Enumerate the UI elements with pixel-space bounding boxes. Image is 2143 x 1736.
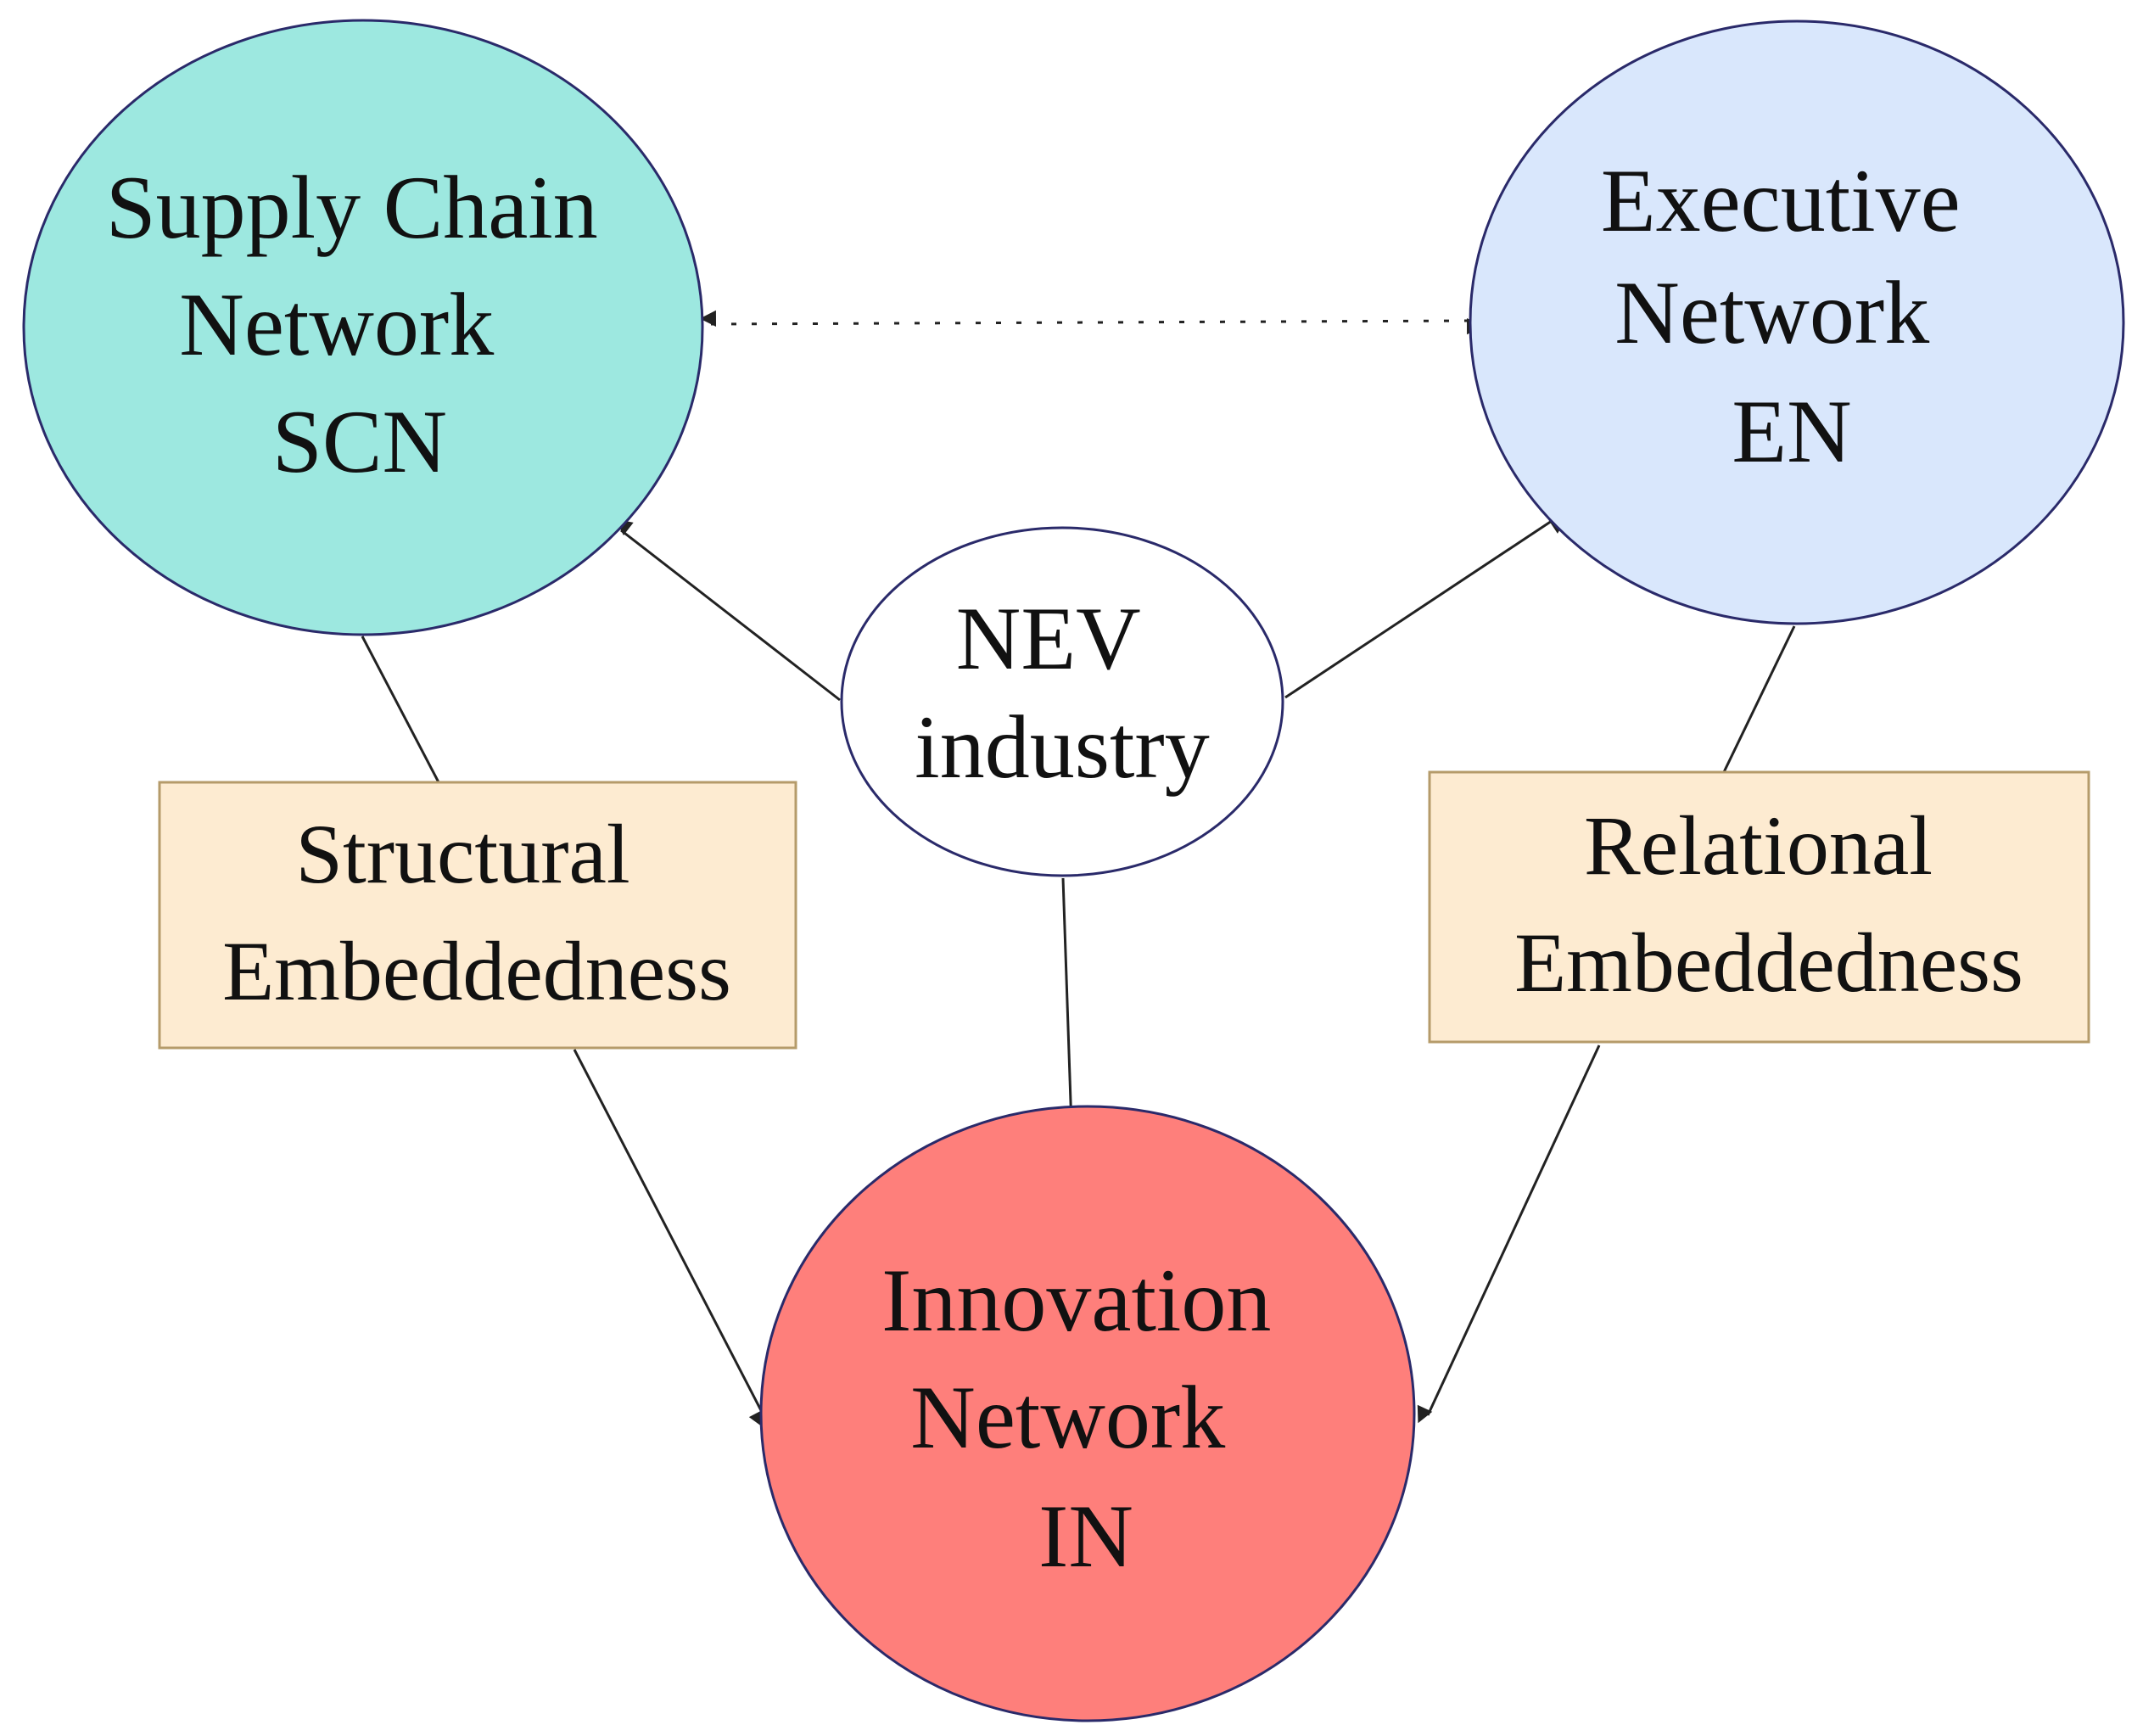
svg-text:Executive Network: Executive Network EN <box>1601 151 1983 481</box>
svg-text:Supply Chain Network: Supply Chain Network SCN <box>106 158 621 491</box>
arrow-nev-to-scn <box>615 518 841 702</box>
node-en-circle <box>1469 20 2125 625</box>
arrow-relational-to-in <box>1417 1044 1601 1424</box>
node-in-circle <box>759 1105 1416 1722</box>
arrow-structural-to-in <box>573 1049 765 1428</box>
node-nev-line-2: industry <box>915 697 1209 797</box>
box-relational-rect <box>1428 770 2090 1044</box>
svg-text:Innovation Network: Innovation Network IN <box>881 1251 1294 1586</box>
box-structural-line-1: Structural <box>295 807 629 901</box>
node-scn-circle <box>22 19 704 636</box>
line-scn-to-structural <box>361 636 440 783</box>
svg-text:NEV industry: NEV industry <box>915 589 1209 797</box>
arrow-nev-to-en <box>1284 518 1567 699</box>
box-structural-line-2: Embeddedness <box>222 924 731 1018</box>
node-scn-line-3: SCN <box>272 392 447 491</box>
node-en-line-1: Executive <box>1601 151 1961 250</box>
box-relational-line-1: Relational <box>1584 798 1933 893</box>
node-nev: NEV industry <box>840 526 1284 877</box>
node-in-line-2: Network <box>910 1368 1225 1467</box>
box-structural: Structural Embeddedness <box>158 781 797 1050</box>
box-structural-rect <box>158 781 797 1050</box>
node-nev-circle <box>840 526 1284 877</box>
node-en: Executive Network EN <box>1469 20 2125 625</box>
node-in: Innovation Network IN <box>759 1105 1416 1722</box>
node-scn-line-1: Supply Chain <box>106 158 598 257</box>
svg-text:Structural Embeddedness: Structural Embeddedness <box>222 807 731 1018</box>
arrow-nev-to-in <box>1057 877 1074 1139</box>
line-en-to-relational <box>1722 625 1796 773</box>
arrow-scn-en-dotted <box>699 310 1484 335</box>
box-relational: Relational Embeddedness <box>1428 770 2090 1044</box>
node-in-line-1: Innovation <box>881 1251 1271 1350</box>
box-relational-line-2: Embeddedness <box>1514 916 2023 1010</box>
connectors <box>361 310 1796 1428</box>
node-en-line-2: Network <box>1614 263 1929 362</box>
node-nev-line-1: NEV <box>956 589 1140 688</box>
node-in-line-3: IN <box>1038 1487 1133 1586</box>
node-en-line-3: EN <box>1732 382 1851 481</box>
node-scn-line-2: Network <box>179 275 494 374</box>
node-scn: Supply Chain Network SCN <box>22 19 704 636</box>
svg-text:Relational Embeddedness: Relational Embeddedness <box>1514 798 2023 1010</box>
